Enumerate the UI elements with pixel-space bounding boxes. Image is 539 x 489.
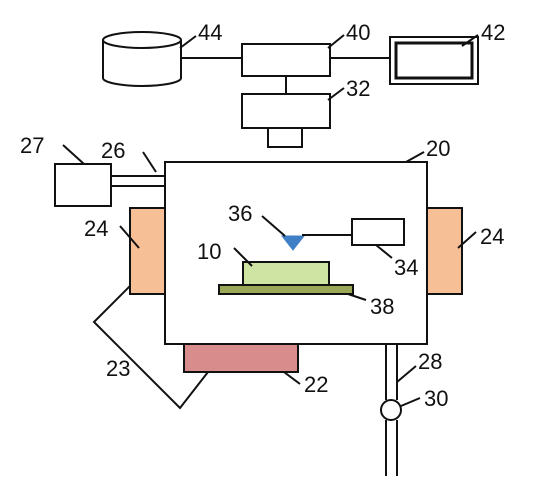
- camera-32: [241, 93, 331, 148]
- label-23: 23: [106, 356, 130, 381]
- leader-40: [327, 34, 345, 49]
- label-24-left: 24: [84, 216, 108, 241]
- leader-22: [283, 371, 301, 385]
- exhaust-pipe-28: [385, 344, 398, 476]
- valve-30: [380, 399, 402, 421]
- controller-40: [241, 43, 331, 77]
- stage-38: [218, 284, 354, 295]
- sample-10: [242, 261, 330, 286]
- gas-source-27: [54, 163, 112, 207]
- leader-34: [375, 244, 393, 259]
- leader-20: [405, 151, 425, 163]
- leader-38: [347, 293, 367, 301]
- label-28: 28: [418, 349, 442, 374]
- label-22: 22: [304, 372, 328, 397]
- sensor-34: [351, 218, 405, 246]
- label-42: 42: [481, 20, 505, 45]
- label-38: 38: [370, 294, 394, 319]
- chamber-20: [164, 161, 428, 345]
- leader-24-left: [119, 225, 140, 249]
- leader-36: [261, 215, 286, 237]
- label-20: 20: [426, 136, 450, 161]
- probe-36: [280, 235, 306, 251]
- leader-27: [62, 144, 85, 165]
- leader-30: [400, 397, 421, 407]
- leader-10: [233, 247, 253, 267]
- database-44: [102, 31, 182, 87]
- wiring-23: [92, 285, 209, 410]
- label-32: 32: [346, 76, 370, 101]
- leader-42: [461, 34, 479, 47]
- label-26: 26: [101, 138, 125, 163]
- gas-pipe-26: [111, 175, 165, 187]
- label-44: 44: [198, 20, 222, 45]
- leader-28: [396, 365, 417, 383]
- label-27: 27: [20, 133, 44, 158]
- leader-32: [327, 87, 345, 101]
- label-30: 30: [424, 386, 448, 411]
- label-40: 40: [346, 20, 370, 45]
- heater-22-bottom: [183, 343, 299, 373]
- label-34: 34: [394, 255, 418, 280]
- leader-24-right: [457, 231, 477, 249]
- label-24-right: 24: [480, 224, 504, 249]
- leader-26: [142, 151, 157, 173]
- heater-24-right: [426, 207, 463, 295]
- heater-24-left: [129, 207, 166, 295]
- label-10: 10: [197, 239, 221, 264]
- label-36: 36: [228, 201, 252, 226]
- leader-44: [179, 35, 197, 49]
